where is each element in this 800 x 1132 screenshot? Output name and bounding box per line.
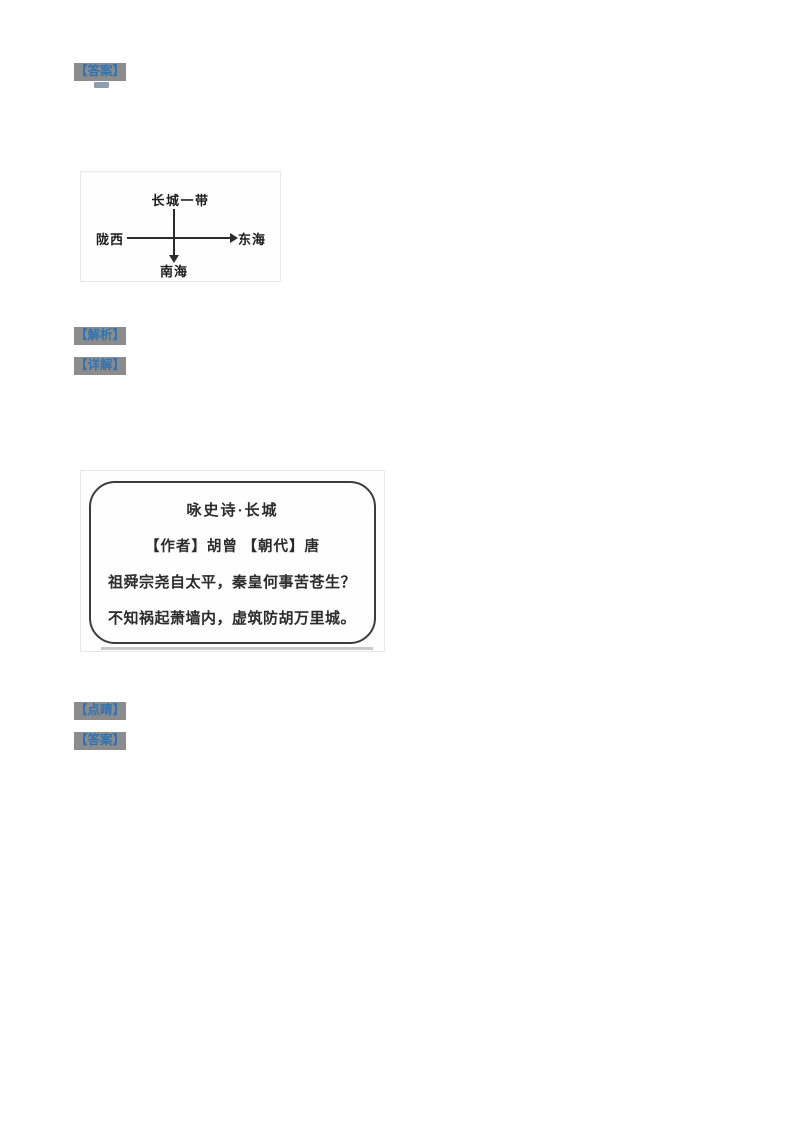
poem-byline: 【作者】胡曾 【朝代】唐 — [144, 539, 321, 555]
arrow-down-icon — [169, 255, 179, 263]
poem-title: 咏史诗·长城 — [186, 503, 279, 519]
field-label-analysis: 【解析】 — [74, 327, 127, 345]
poem-scan-shadow — [101, 647, 373, 650]
poem-verse-line: 祖舜宗尧自太平，秦皇何事苦苍生？ — [108, 575, 357, 591]
poem-verse-line: 不知祸起萧墙内，虚筑防胡万里城。 — [108, 611, 357, 627]
direction-diagram-image: 长城一带 陇西 东海 南海 — [80, 171, 281, 282]
poem-card-image: 咏史诗·长城 【作者】胡曾 【朝代】唐 祖舜宗尧自太平，秦皇何事苦苍生？ 不知祸… — [80, 470, 385, 652]
field-label-answer-2: 【答案】 — [74, 732, 127, 750]
diagram-node-east-sea: 东海 — [238, 232, 267, 247]
diagram-horizontal-line — [127, 237, 230, 239]
field-label-detail: 【详解】 — [74, 357, 127, 375]
field-label-answer-1: 【答案】 — [74, 63, 127, 81]
field-label-key-point: 【点睛】 — [74, 702, 127, 720]
diagram-node-south-sea: 南海 — [160, 264, 189, 279]
diagram-vertical-line — [173, 209, 175, 256]
text-fragment — [94, 82, 109, 88]
poem-rounded-frame — [89, 481, 376, 644]
diagram-node-longxi: 陇西 — [96, 232, 125, 247]
diagram-node-great-wall: 长城一带 — [151, 193, 210, 208]
arrow-right-icon — [230, 233, 238, 243]
